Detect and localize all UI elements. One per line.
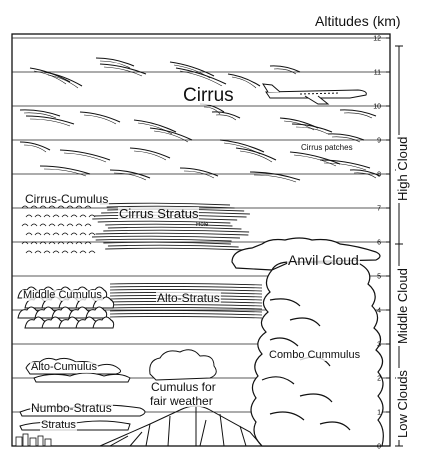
cirrus-streaks — [19, 57, 381, 183]
axis-tick-label: 10 — [373, 104, 381, 111]
axis-tick-label: 0 — [377, 444, 381, 451]
axis-tick-label: 6 — [377, 240, 381, 247]
label-cirrus-patches: Cirrus patches — [300, 143, 354, 152]
mountain-terrain — [99, 405, 263, 447]
label-cumulus-line2: fair weather — [149, 394, 214, 408]
cirrus-cumulus-texture — [21, 205, 96, 254]
band-label-low: Low Clouds — [395, 368, 410, 440]
axis-tick-label: 11 — [374, 70, 381, 77]
cumulonimbus-cloud — [231, 237, 384, 447]
label-cumulus-line1: Cumulus for — [150, 380, 217, 394]
label-cirrus-cumulus: Cirrus-Cumulus — [24, 192, 110, 206]
axis-tick-label: 3 — [377, 342, 381, 349]
label-combo-cummulus: Combo Cummulus — [268, 349, 362, 361]
label-anvil-cloud: Anvil Cloud — [287, 252, 360, 268]
label-middle-cumulus: Middle Cumulus — [22, 289, 103, 301]
axis-tick-label: 4 — [377, 308, 381, 315]
axis-tick-label: 9 — [377, 138, 381, 145]
band-label-middle: Middle Cloud — [395, 266, 410, 346]
axis-tick-label: 1 — [377, 410, 381, 417]
axis-tick-label: 5 — [377, 274, 381, 281]
axis-tick-label: 12 — [373, 36, 381, 43]
diagram-title: Altitudes (km) — [315, 13, 401, 29]
label-stratus: Stratus — [40, 419, 77, 431]
label-cirrus-stratus: Cirrus Stratus — [118, 206, 200, 221]
label-alto-stratus: Alto-Stratus — [156, 291, 221, 305]
label-numbo-stratus: Numbo-Stratus — [30, 401, 113, 415]
airplane-icon — [262, 83, 367, 105]
band-label-high: High Cloud — [395, 134, 410, 203]
axis-tick-label: 7 — [377, 206, 381, 213]
axis-tick-label: 8 — [377, 172, 381, 179]
axis-tick-label: 2 — [377, 376, 381, 383]
label-cirrus: Cirrus — [182, 85, 235, 106]
label-hole: Hole — [196, 222, 209, 228]
label-alto-cumulus: Alto-Cumulus — [30, 361, 99, 373]
buildings — [15, 433, 52, 447]
